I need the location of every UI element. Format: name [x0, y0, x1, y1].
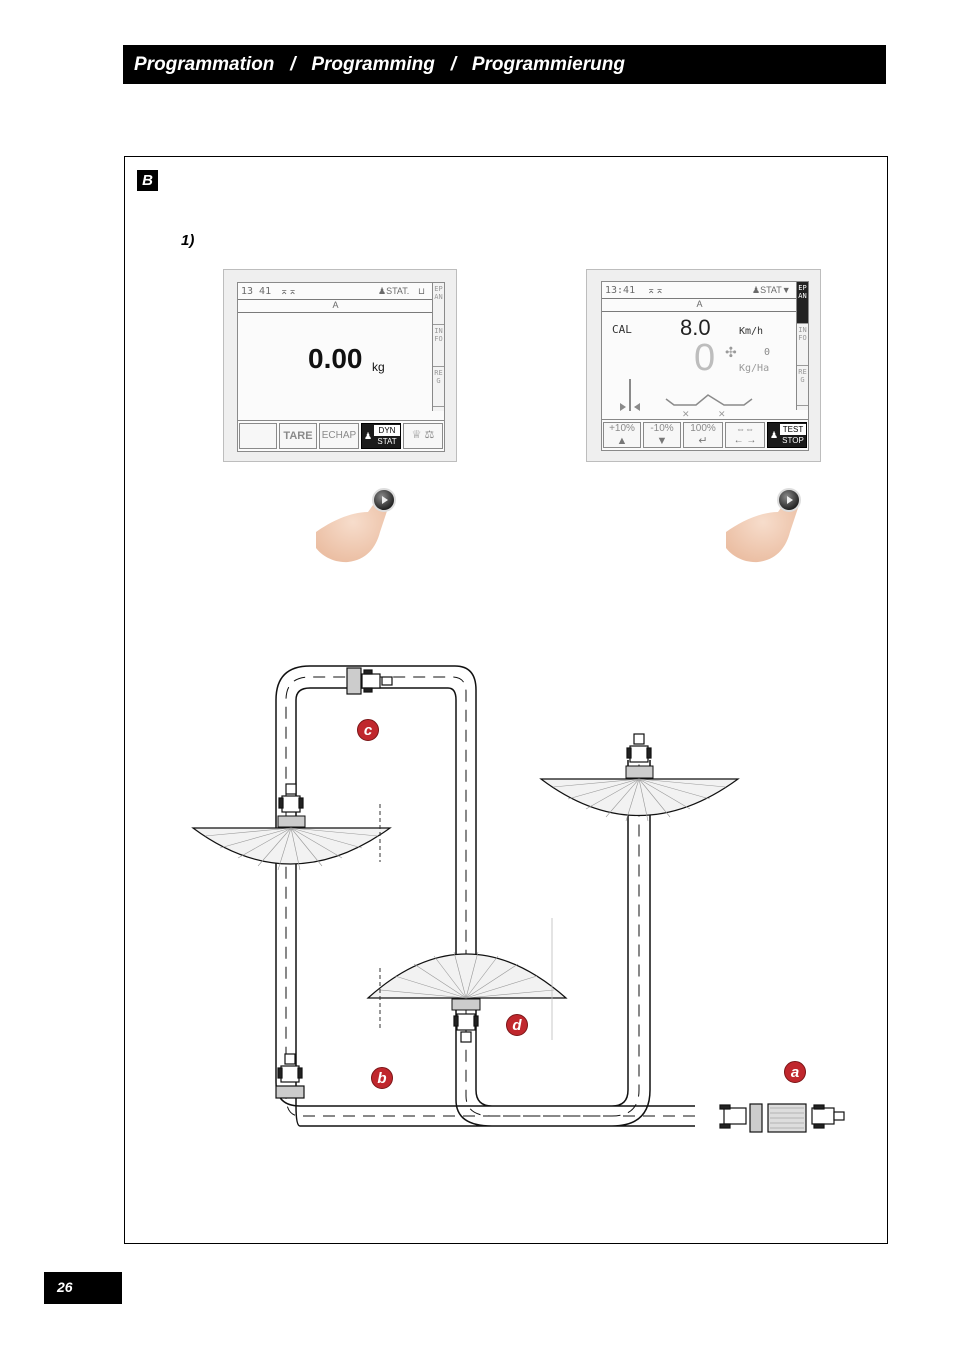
plus-10-label: +10%: [609, 423, 635, 434]
weight-value: 0.00: [308, 343, 363, 374]
operator-icon: ♟: [364, 431, 373, 441]
softkey-test-stop[interactable]: ♟ TEST STOP: [767, 422, 807, 448]
width-arrows-icon: ⇔⇔: [736, 424, 754, 434]
weight-unit: kg: [372, 360, 385, 374]
side-tabs-right: EPAN INFO REG: [796, 282, 808, 410]
speed-value: 8.0: [680, 315, 711, 340]
row-a-label: A: [332, 300, 339, 310]
hand-pressing-button-right: [726, 488, 801, 563]
rate-small-value: 0: [764, 347, 771, 358]
rate-big-value: 0: [694, 337, 716, 379]
diagram-label-c: c: [357, 719, 379, 741]
mode-indicator: STAT.: [386, 286, 410, 296]
softkey-plus-10[interactable]: +10% ▲: [603, 422, 641, 448]
softkey-width[interactable]: ⇔⇔ ← →: [725, 422, 765, 448]
hopper-icon: ⌅⌅: [280, 286, 297, 297]
tab-epan[interactable]: EPAN: [797, 282, 808, 324]
softkey-row-right: +10% ▲ -10% ▼ 100% ↵ ⇔⇔ ← → ♟ TEST STOP: [602, 419, 808, 450]
terminal-screen-left: 13 41 ⌅⌅ ♟STAT. ⊔ A 0.00 kg EPAN INFO RE…: [223, 269, 457, 462]
speed-unit: Km/h: [739, 326, 764, 337]
hopper-icon: ⌅⌅: [647, 285, 664, 296]
stat-mode-label: ♟STAT.: [378, 286, 409, 297]
lcd-display-right: 13:41 ⌅⌅ ♟STAT▼ A CAL 8.0 Km/h 0 ✣ 0 Kg/…: [601, 281, 809, 451]
clock-time: 13 41: [241, 286, 272, 297]
spreader-discs-icon: ✕ ✕: [620, 379, 753, 419]
triangle-down-icon: ▼: [656, 435, 668, 447]
softkey-dyn-stat[interactable]: ♟ DYN STAT: [361, 423, 401, 449]
mode-indicator: STAT: [760, 285, 782, 295]
stat-label: STAT: [377, 437, 397, 446]
softkey-row-left: TARE ECHAP ♟ DYN STAT ♕ ⚖: [238, 420, 444, 451]
crosshair-icon: ✣: [725, 344, 737, 360]
cal-label: CAL: [612, 323, 632, 336]
softkey-echap[interactable]: ECHAP: [319, 423, 359, 449]
tractor-icons: [275, 667, 845, 1133]
tab-info[interactable]: INFO: [433, 325, 444, 367]
dyn-label: DYN: [374, 425, 400, 436]
softkey-minus-10[interactable]: -10% ▼: [643, 422, 681, 448]
hundred-percent-label: 100%: [690, 423, 716, 434]
container-icon: ▼: [781, 285, 791, 295]
enter-icon: ↵: [698, 435, 708, 447]
section-label: B: [137, 170, 158, 191]
spread-fan-middle: [366, 918, 568, 1040]
spread-fan-right: [539, 765, 740, 822]
stop-label: STOP: [782, 436, 804, 445]
page-number: 26: [44, 1272, 122, 1304]
page-header-title: Programmation / Programming / Programmie…: [123, 45, 886, 84]
softkey-scale[interactable]: ♕ ⚖: [403, 423, 443, 449]
terminal-screen-right: 13:41 ⌅⌅ ♟STAT▼ A CAL 8.0 Km/h 0 ✣ 0 Kg/…: [586, 269, 821, 462]
operator-icon: ♟: [770, 430, 779, 440]
step-label: 1): [181, 232, 195, 249]
triangle-up-icon: ▲: [616, 435, 628, 447]
driving-track: [275, 665, 695, 1127]
softkey-blank[interactable]: [239, 423, 277, 449]
side-tabs-left: EPAN INFO REG: [432, 283, 444, 411]
test-label: TEST: [780, 424, 806, 435]
softkey-100-percent[interactable]: 100% ↵: [683, 422, 723, 448]
rate-unit: Kg/Ha: [739, 363, 770, 374]
left-right-arrows-icon: ← →: [733, 435, 757, 446]
tab-epan[interactable]: EPAN: [433, 283, 444, 325]
diagram-label-d: d: [506, 1014, 528, 1036]
diagram-label-b: b: [371, 1067, 393, 1089]
tab-info[interactable]: INFO: [797, 324, 808, 366]
row-a-label: A: [696, 299, 703, 309]
clock-time: 13:41: [605, 285, 636, 296]
tab-reg[interactable]: REG: [797, 366, 808, 406]
operator-icon: ♟: [378, 286, 387, 296]
tab-reg[interactable]: REG: [433, 367, 444, 407]
hand-pressing-button-left: [316, 488, 396, 563]
svg-text:✕: ✕: [682, 410, 690, 419]
operator-icon: ♟: [752, 285, 761, 295]
stat-mode-label: ♟STAT▼: [752, 285, 791, 296]
softkey-tare[interactable]: TARE: [279, 423, 317, 449]
container-icon: ⊔: [418, 286, 426, 296]
figure-frame: [124, 156, 888, 1244]
lcd-display-left: 13 41 ⌅⌅ ♟STAT. ⊔ A 0.00 kg EPAN INFO RE…: [237, 282, 445, 452]
minus-10-label: -10%: [650, 423, 674, 434]
diagram-label-a: a: [784, 1061, 806, 1083]
spread-fan-left: [191, 804, 392, 871]
scale-icon: ♕ ⚖: [411, 429, 435, 441]
svg-text:✕: ✕: [718, 410, 726, 419]
